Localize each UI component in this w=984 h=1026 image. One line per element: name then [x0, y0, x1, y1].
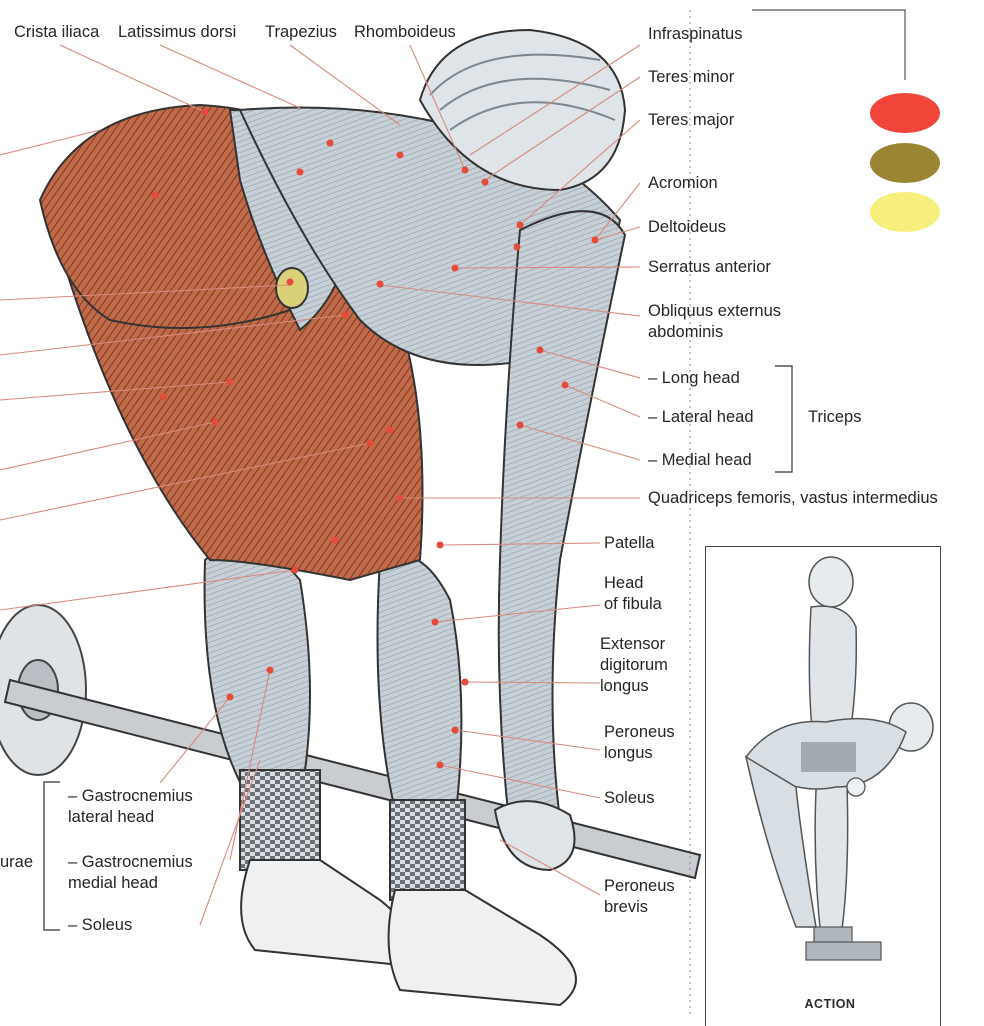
label-trapezius: Trapezius: [265, 22, 337, 43]
action-inset-frame: [705, 546, 941, 1026]
shoe-right: [389, 890, 576, 1005]
label-crista-iliaca: Crista iliaca: [14, 22, 99, 43]
label-extensor-line2: digitorum: [600, 655, 668, 676]
label-quadriceps: Quadriceps femoris, vastus intermedius: [648, 488, 938, 509]
sock-left: [240, 770, 320, 870]
label-soleus-left: – Soleus: [68, 915, 132, 936]
label-serratus-anterior: Serratus anterior: [648, 257, 771, 278]
legend-dot-olive: [870, 143, 940, 183]
label-gastro-medial-line1: – Gastrocnemius: [68, 852, 193, 873]
label-gastro-lateral-line2: lateral head: [68, 807, 154, 828]
label-gastro-lateral-line1: – Gastrocnemius: [68, 786, 193, 807]
calf-right: [378, 555, 462, 830]
surae-bracket: [44, 782, 60, 930]
label-head-fibula-line1: Head: [604, 573, 643, 594]
action-inset-illustration: [706, 547, 939, 987]
calf-left: [205, 544, 310, 800]
label-teres-minor: Teres minor: [648, 67, 734, 88]
label-head-fibula-line2: of fibula: [604, 594, 662, 615]
label-extensor-line1: Extensor: [600, 634, 665, 655]
label-obliquus-line1: Obliquus externus: [648, 301, 781, 322]
label-infraspinatus: Infraspinatus: [648, 24, 742, 45]
label-medial-head: – Medial head: [648, 450, 752, 471]
shoe-left: [241, 860, 411, 965]
label-peroneus-longus-line1: Peroneus: [604, 722, 675, 743]
label-gastro-medial-line2: medial head: [68, 873, 158, 894]
label-surae-partial: urae: [0, 852, 33, 873]
frame-line: [752, 10, 905, 80]
sock-right: [390, 800, 465, 900]
label-lateral-head: – Lateral head: [648, 407, 754, 428]
label-patella: Patella: [604, 533, 654, 554]
label-latissimus-dorsi: Latissimus dorsi: [118, 22, 236, 43]
barbell-bar: [5, 680, 700, 878]
label-teres-major: Teres major: [648, 110, 734, 131]
legend-dot-red: [870, 93, 940, 133]
label-extensor-line3: longus: [600, 676, 649, 697]
label-deltoideus: Deltoideus: [648, 217, 726, 238]
legend-dot-yellow: [870, 192, 940, 232]
trochanter: [276, 268, 308, 308]
action-label: ACTION: [780, 997, 880, 1011]
label-rhomboideus: Rhomboideus: [354, 22, 456, 43]
label-obliquus-line2: abdominis: [648, 322, 723, 343]
label-long-head: – Long head: [648, 368, 740, 389]
label-acromion: Acromion: [648, 173, 718, 194]
label-soleus-right: Soleus: [604, 788, 654, 809]
label-peroneus-brevis-line1: Peroneus: [604, 876, 675, 897]
triceps-bracket: [775, 366, 792, 472]
label-triceps: Triceps: [808, 407, 861, 428]
label-peroneus-brevis-line2: brevis: [604, 897, 648, 918]
label-peroneus-longus-line2: longus: [604, 743, 653, 764]
